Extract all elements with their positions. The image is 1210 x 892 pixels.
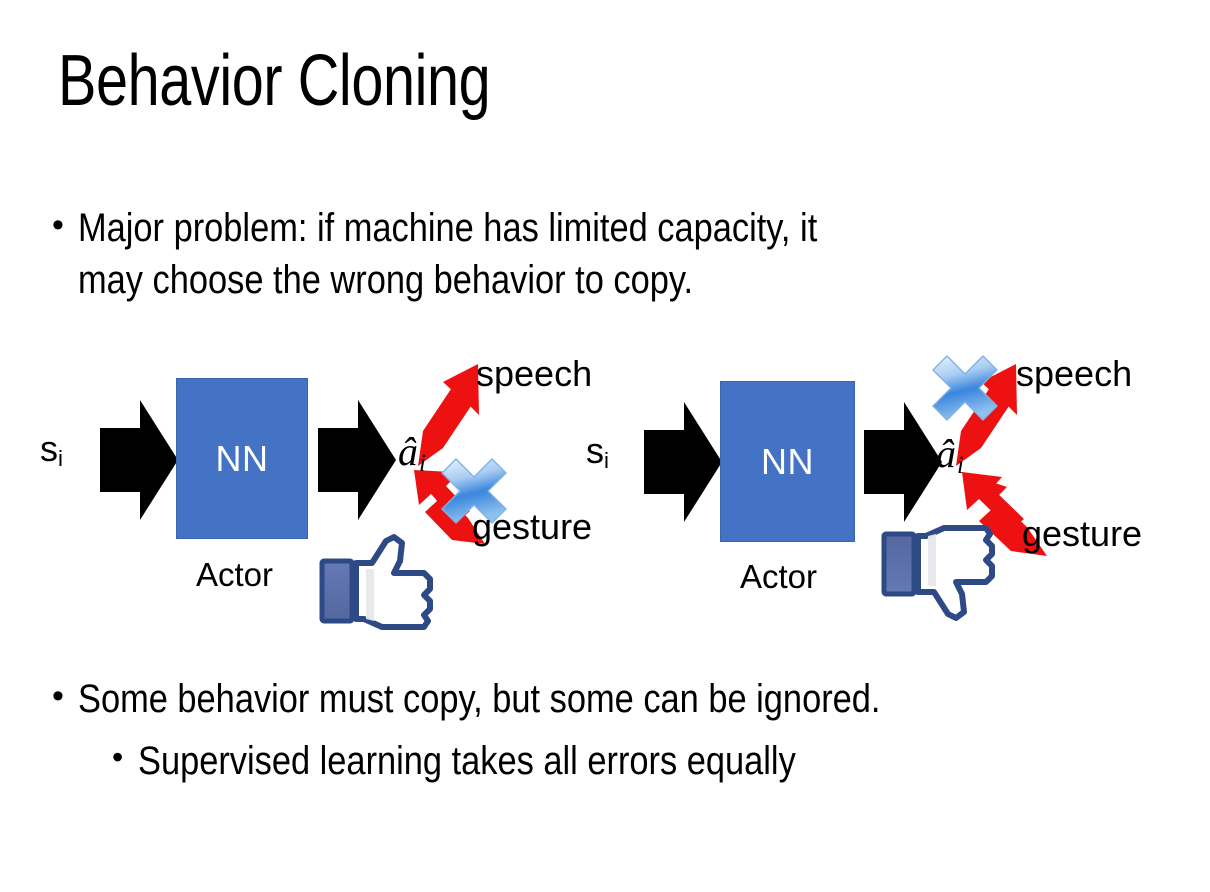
output-action-label-right: âi xyxy=(936,431,964,479)
bullet-text: Supervised learning takes all errors equ… xyxy=(138,739,796,783)
speech-arrow-icon xyxy=(418,364,479,466)
bullet-text: Major problem: if machine has limited ca… xyxy=(78,206,818,302)
input-arrow-icon xyxy=(644,402,722,522)
x-mark-icon xyxy=(932,355,998,421)
nn-box-left: NN xyxy=(176,378,308,539)
actor-caption-right: Actor xyxy=(740,558,818,595)
output-action-label-left: âi xyxy=(398,429,426,477)
speech-label-right: speech xyxy=(1016,353,1133,394)
thumbs-up-icon xyxy=(319,534,433,630)
gesture-label-right: gesture xyxy=(1022,513,1143,554)
bullet-marker: • xyxy=(52,677,64,715)
output-arrow-icon xyxy=(864,402,942,522)
speech-label-left: speech xyxy=(476,353,593,394)
bullet-supervised-learning: • Supervised learning takes all errors e… xyxy=(112,735,1192,787)
gesture-arrow-icon xyxy=(962,472,1047,556)
right-diagram-group xyxy=(644,355,1047,621)
thumbs-down-icon xyxy=(881,525,995,621)
left-diagram-group xyxy=(100,364,507,630)
page-title: Behavior Cloning xyxy=(58,41,491,121)
gesture-label-left: gesture xyxy=(472,506,593,547)
input-state-label-right: si xyxy=(586,430,609,473)
input-state-label-left: si xyxy=(40,428,63,471)
bullet-major-problem: • Major problem: if machine has limited … xyxy=(52,202,1172,306)
nn-box-label: NN xyxy=(761,440,814,482)
bullet-marker: • xyxy=(112,739,124,775)
bullet-text: Some behavior must copy, but some can be… xyxy=(78,677,881,721)
nn-box-label: NN xyxy=(215,437,269,479)
nn-box-right: NN xyxy=(720,381,855,542)
output-arrow-icon xyxy=(318,400,396,520)
bullet-some-behavior: • Some behavior must copy, but some can … xyxy=(52,673,1182,725)
x-mark-icon xyxy=(441,458,507,524)
input-arrow-icon xyxy=(100,400,178,520)
actor-caption-left: Actor xyxy=(196,556,274,593)
bullet-marker: • xyxy=(52,206,64,244)
